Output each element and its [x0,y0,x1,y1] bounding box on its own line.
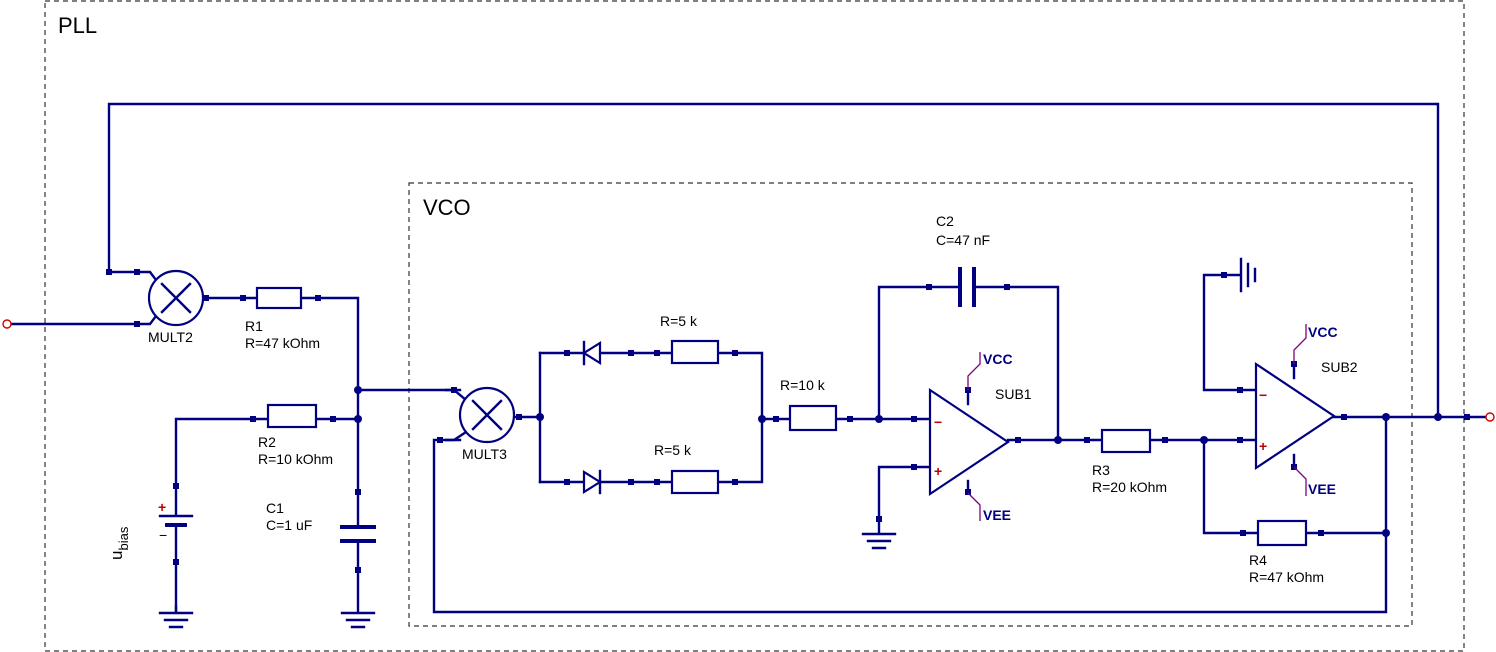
r1-name: R1 [245,318,263,334]
ground-symbol-op1 [861,516,897,550]
diode-lower[interactable] [564,469,634,495]
sub1-vee-label: VEE [983,507,1011,523]
sub2-vcc-label: VCC [1308,324,1338,340]
vco-frame-label: VCO [423,195,471,220]
sub1-vcc-rail [967,352,981,390]
sub2-vcc-rail [1293,324,1307,364]
vco-frame [408,182,1413,627]
sub1-vcc-label: VCC [983,351,1013,367]
input-port[interactable] [2,319,12,329]
sub2-vee-rail [1293,466,1307,496]
c2-capacitor[interactable] [926,267,1010,307]
r1-value: R=47 kOhm [245,335,320,351]
mult2-multiplier[interactable] [134,269,209,327]
resistor-upper-value: R=5 k [660,313,698,329]
pll-frame-label: PLL [58,13,97,38]
resistor-lower-value: R=5 k [654,442,692,458]
sub1-label: SUB1 [995,386,1032,402]
output-port[interactable] [1485,412,1495,422]
battery-minus-sign: − [159,527,167,543]
sub1-opamp[interactable] [911,387,1021,497]
junction-dots [354,386,1442,537]
sub1-plus-sign: + [934,463,942,479]
r4-value: R=47 kOhm [1249,569,1324,585]
ground-symbol-battery [158,604,194,629]
sub2-vee-label: VEE [1308,481,1336,497]
ubias-label: ubias [107,526,131,560]
resistor-lower-5k[interactable] [654,469,738,495]
resistor-upper-5k[interactable] [654,339,738,365]
c2-name: C2 [936,213,954,229]
ubias-voltage-source[interactable] [158,483,194,565]
output-pin [1464,414,1470,420]
ground-symbol-op2 [1221,257,1257,293]
sub1-minus-sign: − [934,414,942,430]
c1-capacitor[interactable] [340,489,376,573]
sub2-label: SUB2 [1321,359,1358,375]
c1-value: C=1 uF [266,517,312,533]
feedback-pin [106,269,112,275]
battery-plus-sign: + [158,499,166,515]
sub2-minus-sign: − [1259,387,1267,403]
mult3-label: MULT3 [462,446,507,462]
r1-resistor[interactable] [240,286,321,310]
r2-name: R2 [258,434,276,450]
r2-resistor[interactable] [250,403,336,429]
mult3-multiplier[interactable] [437,386,522,444]
r3-value: R=20 kOhm [1092,479,1167,495]
resistor-10k-value: R=10 k [780,377,826,393]
r4-resistor[interactable] [1240,519,1324,547]
sub1-vee-rail [967,492,981,521]
r3-name: R3 [1092,462,1110,478]
c2-value: C=47 nF [936,232,990,248]
resistor-10k[interactable] [773,404,853,432]
r4-name: R4 [1249,552,1267,568]
diode-upper[interactable] [564,340,634,366]
ground-symbol-c1 [340,611,376,629]
sub2-plus-sign: + [1259,438,1267,454]
mult2-label: MULT2 [148,329,193,345]
sub2-opamp[interactable] [1237,361,1347,471]
r3-resistor[interactable] [1084,428,1168,454]
c1-name: C1 [266,500,284,516]
r2-value: R=10 kOhm [258,451,333,467]
